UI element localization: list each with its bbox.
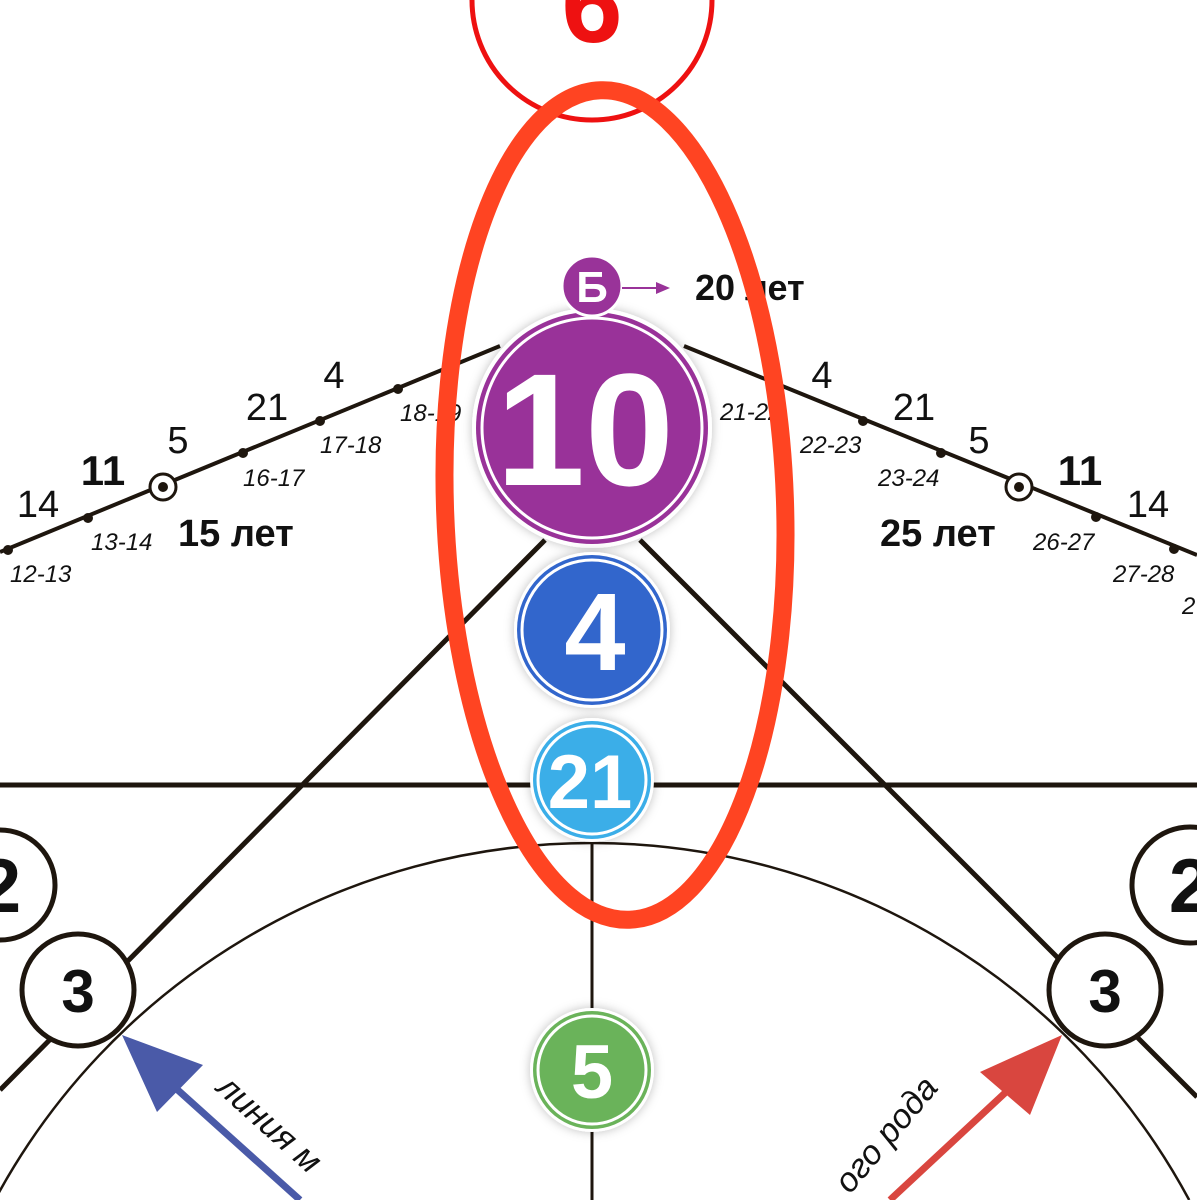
top-circle-value: 6 [561, 0, 622, 66]
b-marker-value: Б [576, 263, 608, 312]
left-number: 21 [246, 387, 288, 429]
age-label: 23-24 [877, 465, 939, 492]
left-side-circles: 2 3 [0, 827, 137, 1049]
left-ticks [3, 384, 403, 555]
right-number: 21 [893, 387, 935, 429]
second-circle [514, 552, 670, 708]
big-arc [0, 841, 1191, 1200]
milestone-15: 15 лет [178, 513, 294, 555]
right-number: 14 [1127, 484, 1169, 526]
b-marker-circle [560, 254, 624, 318]
left-number: 11 [81, 447, 125, 494]
b-arrowhead [656, 282, 670, 294]
second-value: 4 [564, 571, 625, 694]
left-number: 5 [167, 420, 188, 462]
right-arrow-label: ого рода [827, 1069, 946, 1200]
third-value: 21 [548, 740, 633, 825]
age-label: 12-13 [10, 561, 72, 588]
age-label: 27-28 [1112, 561, 1175, 588]
center-circle [530, 1008, 654, 1132]
left-number: 4 [323, 355, 344, 397]
outer-value-right: 2 [1169, 844, 1197, 929]
age-label: 16-17 [243, 465, 306, 492]
inner-value-left: 3 [61, 958, 94, 1025]
inner-value-right: 3 [1088, 958, 1121, 1025]
right-number: 11 [1058, 447, 1102, 494]
age-label: 13-14 [91, 529, 152, 556]
main-value: 10 [496, 340, 674, 519]
left-arrow: линия м [122, 1035, 329, 1200]
age-label: 26-27 [1032, 529, 1096, 556]
age-label: 17-18 [320, 432, 382, 459]
left-number: 14 [17, 484, 59, 526]
third-circle [530, 718, 654, 842]
highlight-ellipse [435, 81, 795, 929]
left-arrow-label: линия м [208, 1066, 329, 1180]
center-value: 5 [571, 1030, 613, 1115]
main-circle [472, 308, 712, 548]
right-side-circles: 2 3 [1046, 824, 1197, 1049]
right-ticks [858, 416, 1179, 554]
top-circle [469, 0, 715, 123]
right-arrow: ого рода [827, 1035, 1062, 1200]
age-label: 22-23 [799, 432, 862, 459]
right-number: 4 [811, 355, 832, 397]
right-number: 5 [968, 420, 989, 462]
milestone-25: 25 лет [880, 513, 996, 555]
outer-value-left: 2 [0, 844, 21, 929]
age-label: 2 [1181, 593, 1195, 620]
